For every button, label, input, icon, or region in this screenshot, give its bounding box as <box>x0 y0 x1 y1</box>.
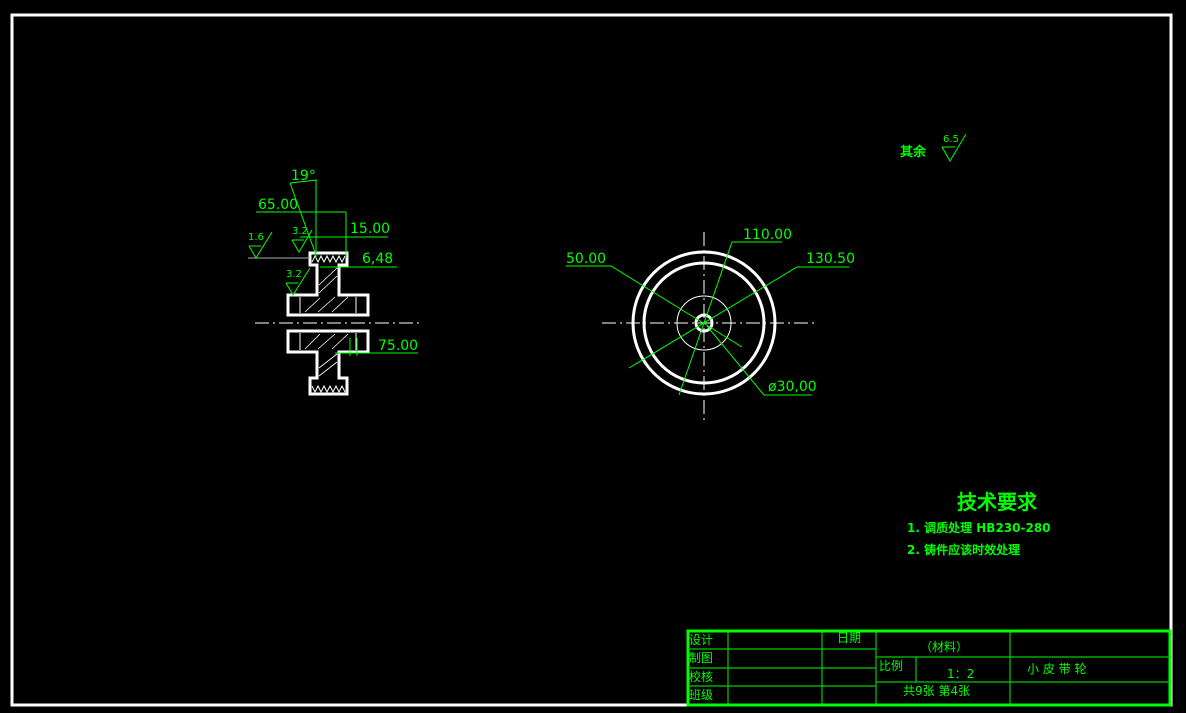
dim-15: 15.00 <box>350 221 390 237</box>
dim-65: 65.00 <box>258 197 298 213</box>
groove-teeth-top <box>311 254 346 264</box>
svg-text:50.00: 50.00 <box>566 251 606 267</box>
groove-teeth-bottom <box>311 384 346 394</box>
tech-item: 2. 铸件应该时效处理 <box>907 542 1020 557</box>
roughness-other: 其余 6.5 <box>900 133 967 162</box>
tech-item: 1. 调质处理 HB230-280 <box>907 520 1051 535</box>
svg-text:（材料）: （材料） <box>920 640 968 654</box>
hub-circle <box>676 295 732 351</box>
roughness-symbols: 1.6 3.2 3.2 <box>248 226 313 296</box>
svg-text:制图: 制图 <box>689 651 713 665</box>
svg-text:ø30,00: ø30,00 <box>768 379 817 395</box>
drawing-border <box>10 13 1173 707</box>
tech-title: 技术要求 <box>957 490 1038 514</box>
svg-text:校核: 校核 <box>689 669 713 684</box>
svg-text:设计: 设计 <box>689 633 713 647</box>
svg-text:6.5: 6.5 <box>943 134 959 145</box>
svg-text:110.00: 110.00 <box>743 227 792 243</box>
hatching <box>304 267 349 377</box>
lower-half-outline <box>286 329 370 396</box>
upper-half-outline <box>286 251 370 317</box>
tech-requirements: 技术要求 1. 调质处理 HB230-280 2. 铸件应该时效处理 <box>907 490 1051 557</box>
angle-dim: 19° <box>291 168 316 184</box>
svg-text:其余: 其余 <box>900 144 927 160</box>
title-block: 设计 制图 校核 班级 日期 （材料） 比例 1：2 共9张 第4张 小 皮 带… <box>686 629 1172 707</box>
front-view: 50.00 110.00 130.50 ø30,00 <box>566 227 855 420</box>
dim-75: 75.00 <box>378 338 418 354</box>
svg-text:日期: 日期 <box>837 631 861 645</box>
svg-text:130.50: 130.50 <box>806 251 855 267</box>
svg-text:班级: 班级 <box>689 688 713 702</box>
svg-text:3.2: 3.2 <box>286 269 302 280</box>
dimensions: 19° 65.00 15.00 6,48 75.00 <box>248 168 418 356</box>
outer-rim-circle <box>631 250 777 396</box>
front-dimensions: 50.00 110.00 130.50 ø30,00 <box>566 227 855 396</box>
svg-text:比例: 比例 <box>879 659 903 673</box>
svg-text:共9张 第4张: 共9张 第4张 <box>903 684 970 698</box>
bore-circle <box>694 313 714 333</box>
svg-text:1：2: 1：2 <box>947 667 974 681</box>
svg-text:小 皮 带 轮: 小 皮 带 轮 <box>1027 662 1086 676</box>
groove-circle <box>642 261 766 385</box>
svg-text:3.2: 3.2 <box>292 226 308 237</box>
svg-text:1.6: 1.6 <box>248 232 264 243</box>
dim-648: 6,48 <box>362 251 393 267</box>
side-section-view: 19° 65.00 15.00 6,48 75.00 1.6 3.2 3.2 <box>248 168 422 396</box>
